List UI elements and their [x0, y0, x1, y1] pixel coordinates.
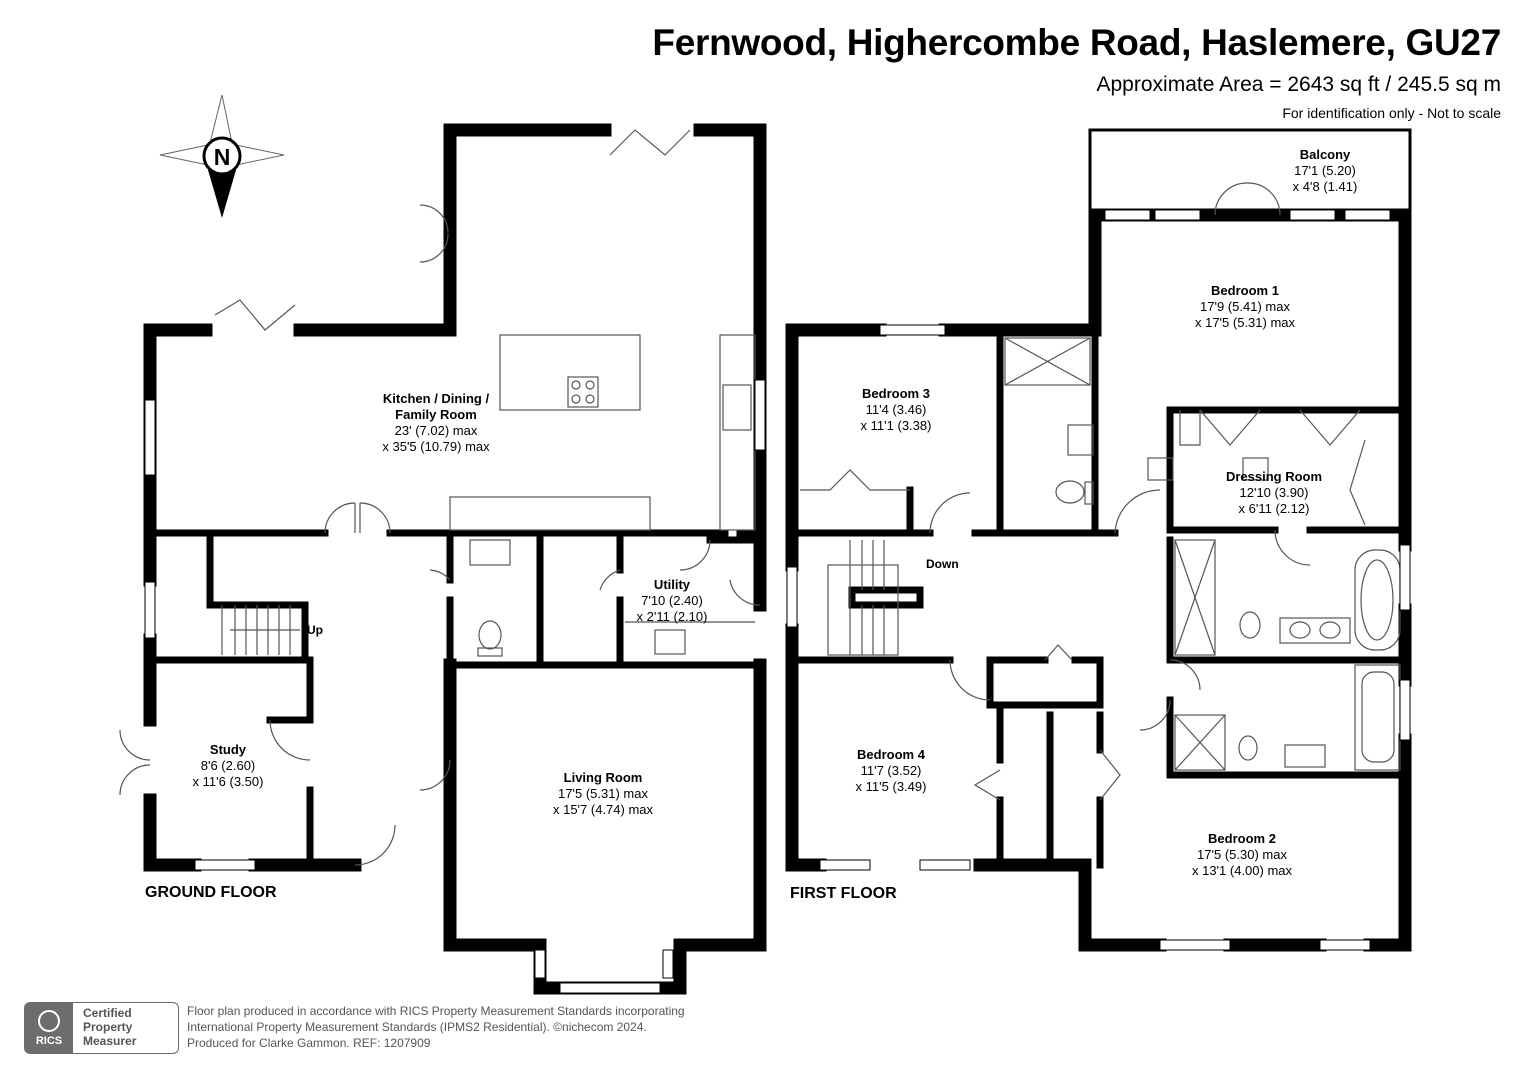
rics-emblem-icon	[38, 1009, 60, 1032]
room-dim-2: x 35'5 (10.79) max	[382, 439, 490, 454]
room-dim-2: x 6'11 (2.12)	[1238, 501, 1310, 516]
room-bedroom-3: Bedroom 3 11'4 (3.46) x 11'1 (3.38)	[861, 386, 932, 434]
room-balcony: Balcony 17'1 (5.20) x 4'8 (1.41)	[1293, 147, 1358, 195]
room-dim-2: x 2'11 (2.10)	[636, 609, 708, 624]
room-dim-2: x 11'5 (3.49)	[855, 779, 927, 794]
footer-line-1: Floor plan produced in accordance with R…	[187, 1004, 685, 1018]
first-floor-label: FIRST FLOOR	[790, 885, 897, 902]
room-dim-1: 17'5 (5.30) max	[1197, 847, 1287, 862]
room-dressing: Dressing Room 12'10 (3.90) x 6'11 (2.12)	[1226, 469, 1322, 517]
room-dim-1: 17'5 (5.31) max	[558, 786, 648, 801]
room-living: Living Room 17'5 (5.31) max x 15'7 (4.74…	[553, 770, 653, 818]
first-floor-fixtures	[800, 182, 1401, 801]
room-dim-2: x 11'1 (3.38)	[860, 418, 932, 433]
badge-line-2: Property	[83, 1020, 133, 1034]
room-name: Bedroom 3	[862, 386, 930, 401]
room-name: Bedroom 1	[1211, 283, 1279, 298]
room-utility: Utility 7'10 (2.40) x 2'11 (2.10)	[637, 577, 708, 625]
room-study: Study 8'6 (2.60) x 11'6 (3.50)	[193, 742, 264, 790]
room-bedroom-2: Bedroom 2 17'5 (5.30) max x 13'1 (4.00) …	[1192, 831, 1292, 879]
room-dim-2: x 11'6 (3.50)	[192, 774, 264, 789]
ground-floor-label: GROUND FLOOR	[145, 884, 277, 901]
room-dim-1: 8'6 (2.60)	[200, 758, 256, 773]
compass-letter: N	[214, 144, 231, 170]
rics-logo-text: RICS	[35, 1034, 63, 1047]
room-name: Bedroom 2	[1208, 831, 1276, 846]
ground-floor-walls	[143, 123, 767, 995]
room-bedroom-4: Bedroom 4 11'7 (3.52) x 11'5 (3.49)	[856, 747, 927, 795]
room-name: Dressing Room	[1225, 469, 1323, 484]
identification-note: For identification only - Not to scale	[1282, 105, 1501, 121]
room-dim-1: 17'1 (5.20)	[1294, 163, 1356, 178]
stairs-down-label: Down	[926, 557, 959, 571]
room-name: Kitchen / Dining /	[382, 391, 490, 406]
ground-floor-windows	[144, 379, 766, 994]
room-dim-1: 11'7 (3.52)	[860, 763, 922, 778]
room-dim-1: 17'9 (5.41) max	[1200, 299, 1290, 314]
footer-line-3: Produced for Clarke Gammon. REF: 1207909	[187, 1036, 431, 1050]
room-bedroom-1: Bedroom 1 17'9 (5.41) max x 17'5 (5.31) …	[1195, 283, 1295, 331]
room-name-2: Family Room	[395, 407, 477, 422]
room-dim-1: 23' (7.02) max	[394, 423, 478, 438]
room-dim-1: 12'10 (3.90)	[1239, 485, 1309, 500]
first-floor-windows	[786, 209, 1411, 951]
room-name: Utility	[653, 577, 691, 592]
rics-badge-text: Certified Property Measurer	[73, 1003, 136, 1053]
room-dim-2: x 4'8 (1.41)	[1292, 179, 1358, 194]
footer-line-2: International Property Measurement Stand…	[187, 1020, 647, 1034]
first-floor-inner-walls	[793, 326, 1404, 869]
room-kitchen: Kitchen / Dining / Family Room 23' (7.02…	[382, 391, 489, 455]
footer-notes: Floor plan produced in accordance with R…	[187, 1003, 685, 1051]
compass-icon: N	[159, 94, 285, 218]
room-name: Living Room	[563, 770, 643, 785]
room-dim-2: x 17'5 (5.31) max	[1194, 315, 1296, 330]
property-title: Fernwood, Highercombe Road, Haslemere, G…	[652, 22, 1501, 63]
room-dim-1: 7'10 (2.40)	[641, 593, 703, 608]
badge-line-3: Measurer	[83, 1034, 137, 1048]
first-floor-walls	[785, 208, 1412, 952]
approximate-area: Approximate Area = 2643 sq ft / 245.5 sq…	[1096, 73, 1502, 96]
room-dim-2: x 13'1 (4.00) max	[1191, 863, 1293, 878]
ground-floor-fixtures	[119, 129, 761, 866]
rics-logo: RICS	[25, 1003, 73, 1053]
badge-line-1: Certified	[83, 1006, 132, 1020]
room-name: Study	[209, 742, 247, 757]
rics-badge: RICS Certified Property Measurer	[24, 1002, 179, 1054]
stairs-up-label: Up	[307, 623, 323, 637]
room-name: Balcony	[1299, 147, 1351, 162]
room-dim-1: 11'4 (3.46)	[865, 402, 927, 417]
room-name: Bedroom 4	[857, 747, 925, 762]
room-dim-2: x 15'7 (4.74) max	[552, 802, 654, 817]
balcony-outline	[1088, 128, 1412, 210]
